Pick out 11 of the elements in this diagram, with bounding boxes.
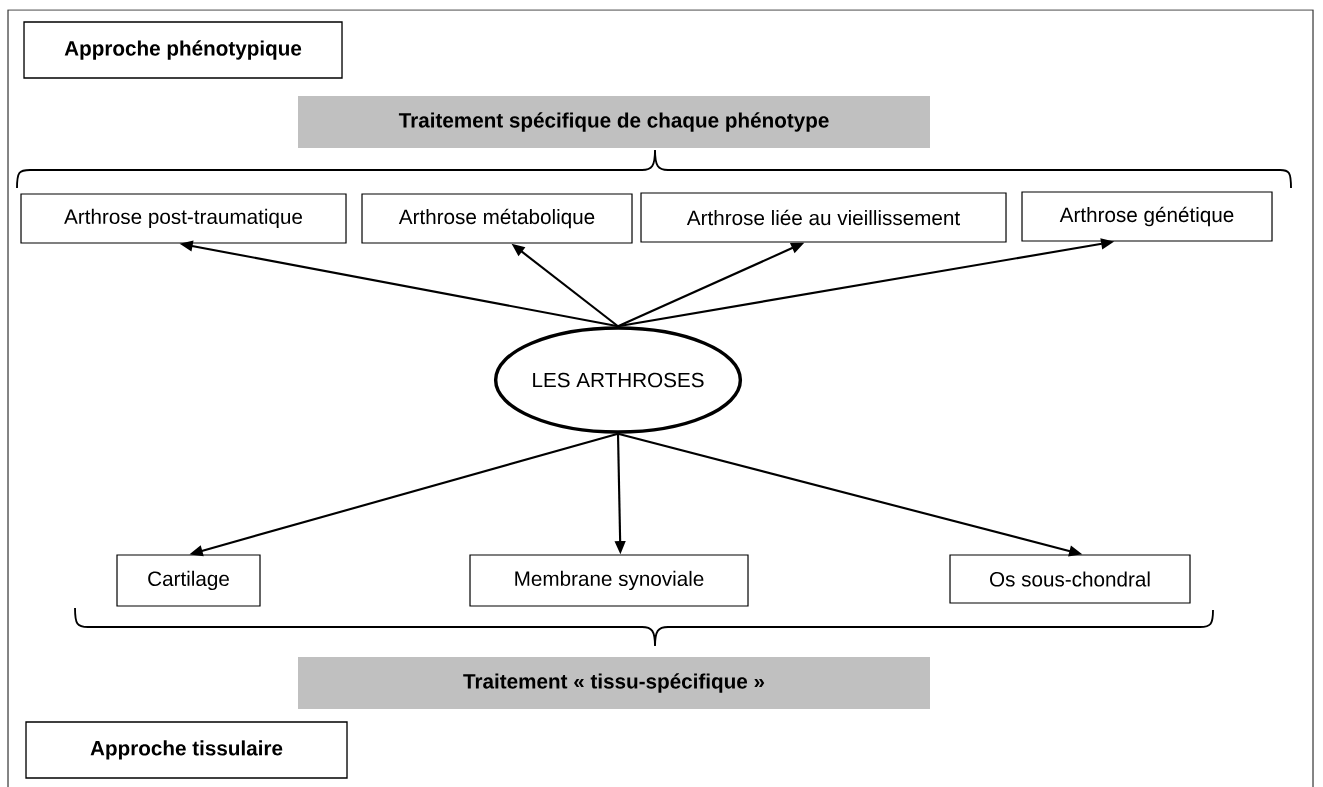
category-box: Arthrose post-traumatique xyxy=(20,193,347,244)
tissue-box: Cartilage xyxy=(116,554,261,607)
banner: Traitement spécifique de chaque phénotype xyxy=(298,96,930,148)
heading-box: Approche tissulaire xyxy=(25,721,348,779)
category-box: Arthrose métabolique xyxy=(361,193,633,244)
tissue-box: Membrane synoviale xyxy=(469,554,749,607)
banner: Traitement « tissu-spécifique » xyxy=(298,657,930,709)
category-box: Arthrose liée au vieillissement xyxy=(640,192,1007,243)
category-box: Arthrose génétique xyxy=(1021,191,1273,242)
heading-box: Approche phénotypique xyxy=(23,21,343,79)
tissue-box: Os sous-chondral xyxy=(949,554,1191,604)
